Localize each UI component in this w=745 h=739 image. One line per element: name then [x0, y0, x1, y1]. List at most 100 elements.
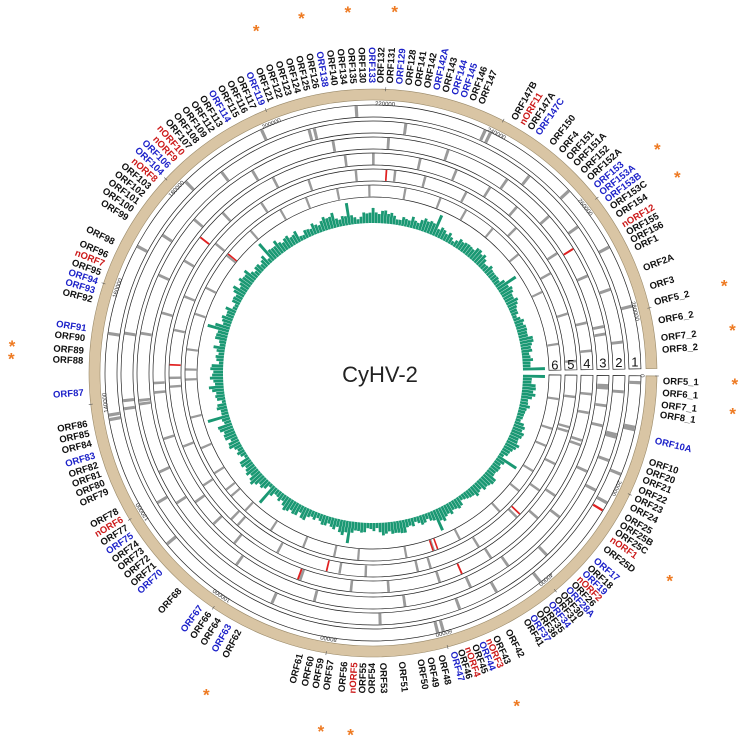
hist-bar: [501, 447, 511, 455]
gene-label: ORF59: [311, 657, 327, 689]
hist-bar: [493, 459, 502, 467]
hist-bar: [513, 423, 526, 431]
hist-bar: [485, 269, 494, 277]
track-hit: [483, 186, 492, 198]
track-hit: [545, 488, 556, 497]
hist-bar: [301, 234, 307, 240]
track-hit: [108, 331, 120, 337]
hist-bar: [232, 306, 238, 311]
track-hit: [124, 331, 136, 337]
gene-label: ORF91: [55, 319, 88, 335]
hist-bar: [334, 218, 340, 228]
hist-bar: [478, 477, 488, 488]
hist-bar: [473, 253, 483, 264]
gene-label: ORF50: [414, 658, 430, 690]
hist-bar: [418, 219, 424, 231]
hist-bar: [240, 458, 252, 468]
hist-bar: [508, 434, 519, 442]
hist-bar: [420, 218, 428, 232]
hist-bar: [223, 430, 236, 438]
hist-bar: [515, 322, 524, 328]
hist-bar: [477, 258, 487, 268]
hist-bar: [479, 263, 487, 270]
track-number: 2: [615, 355, 622, 370]
hist-bar: [371, 207, 375, 224]
track-hit: [567, 225, 579, 235]
track-hit: [251, 170, 260, 181]
track-hit: [509, 483, 520, 492]
track-hit: [605, 430, 618, 437]
track-hit: [364, 565, 368, 577]
hist-bar: [260, 255, 271, 266]
track-ring-5: [168, 168, 578, 578]
hist-bar: [345, 521, 352, 544]
hist-bar: [239, 456, 250, 465]
tick-mark: [325, 651, 327, 656]
gene-labels: ORF5_1ORF6_1ORF7_1ORF8_1ORF10AORF10ORF20…: [52, 47, 699, 694]
hist-bar: [235, 294, 244, 301]
hist-bar: [504, 442, 517, 451]
hist-bar: [474, 481, 482, 490]
hist-bar: [312, 511, 318, 521]
hist-bar: [395, 219, 399, 226]
track-hit: [312, 590, 319, 602]
hist-bar: [217, 402, 227, 408]
hist-bar: [476, 479, 487, 491]
track-hit: [186, 348, 199, 352]
tick-label: 0: [638, 374, 644, 378]
hist-bar: [254, 270, 261, 277]
track-hit: [509, 253, 519, 263]
hist-bar: [228, 441, 241, 450]
track-hit: [612, 389, 624, 394]
hist-bar: [491, 462, 501, 470]
track-hit-red: [199, 236, 210, 245]
track-number: 6: [551, 357, 558, 372]
hist-bar: [267, 249, 277, 260]
hist-bar: [406, 220, 411, 228]
gene-label: ORF7_2: [660, 329, 697, 344]
hist-bar: [481, 265, 489, 272]
hist-bar: [211, 364, 224, 368]
track-hit: [547, 342, 559, 347]
hist-bar: [356, 219, 360, 224]
hist-bar: [293, 503, 302, 516]
hist-bar: [254, 474, 265, 485]
genome-ideogram: [88, 88, 658, 658]
hist-bar: [520, 342, 533, 348]
hist-bar: [270, 247, 280, 258]
star-marker: *: [345, 3, 352, 22]
hist-bar: [395, 520, 401, 533]
tick-label: 220000: [375, 101, 396, 108]
hist-bar: [233, 289, 245, 298]
track-hit: [140, 331, 152, 337]
track-hit: [532, 572, 542, 583]
hist-bar: [384, 522, 388, 534]
track-hit: [183, 259, 195, 268]
hist-bar: [383, 210, 388, 224]
hist-bar: [365, 213, 369, 224]
hist-bar: [522, 377, 532, 381]
star-marker: *: [729, 321, 736, 340]
hist-bar: [514, 420, 525, 427]
hist-bar: [289, 236, 297, 246]
gene-label: ORF90: [54, 330, 86, 345]
center-title: CyHV-2: [342, 362, 418, 387]
track-hit: [338, 562, 343, 574]
hist-bar: [207, 414, 230, 423]
tick-mark: [647, 307, 652, 309]
track-hit: [537, 545, 548, 557]
track-hit: [202, 478, 214, 487]
hist-bar: [502, 293, 513, 301]
track-hit: [183, 295, 196, 302]
hist-bar: [450, 499, 458, 510]
hist-bar: [285, 499, 295, 512]
hist-bar: [225, 313, 235, 319]
hist-bar: [378, 522, 382, 533]
track-hit: [276, 542, 284, 554]
hist-bar: [353, 217, 357, 225]
track-hit: [623, 425, 635, 432]
hist-bar: [488, 466, 497, 475]
hist-bar: [440, 505, 448, 517]
hist-bar: [360, 522, 364, 533]
